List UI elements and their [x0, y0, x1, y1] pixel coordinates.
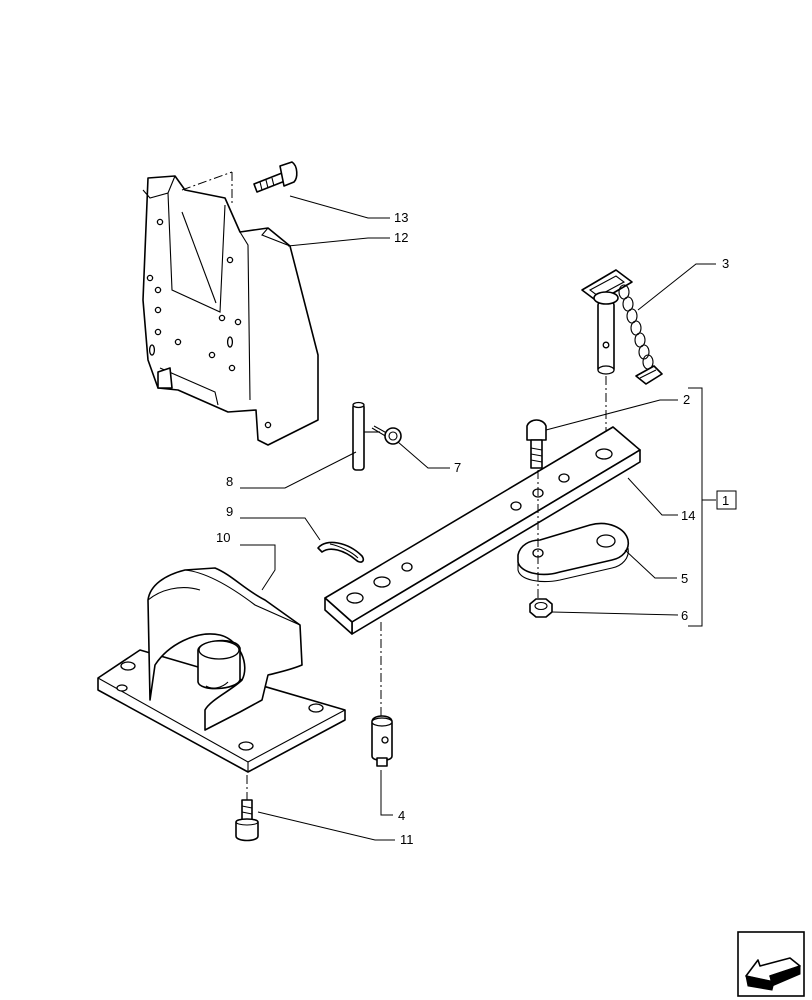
leader-lines	[240, 195, 716, 841]
part-8-pin	[352, 401, 380, 471]
callout-8: 8	[226, 474, 233, 489]
callout-7: 7	[454, 460, 461, 475]
part-13-bolt	[181, 161, 298, 205]
callout-12: 12	[394, 230, 408, 245]
callout-6: 6	[681, 608, 688, 623]
center-lines	[246, 376, 607, 800]
part-7-clip	[371, 425, 402, 445]
part-5-clevis-plate	[517, 522, 630, 583]
part-4-bushing	[371, 715, 393, 767]
part-6-nut	[529, 598, 553, 618]
callout-5: 5	[681, 571, 688, 586]
callout-11: 11	[400, 832, 414, 847]
arrow-icon[interactable]	[737, 931, 805, 997]
part-10-hitch-base	[97, 567, 346, 773]
callout-13: 13	[394, 210, 408, 225]
part-2-bolt	[526, 419, 547, 469]
callout-10: 10	[216, 530, 230, 545]
callout-14: 14	[681, 508, 695, 523]
callout-2: 2	[683, 392, 690, 407]
part-14-drawbar	[324, 426, 641, 635]
callout-3: 3	[722, 256, 729, 271]
part-9-spring-clip	[317, 541, 365, 563]
callout-9: 9	[226, 504, 233, 519]
callout-4: 4	[398, 808, 405, 823]
callout-1: 1	[722, 493, 729, 508]
callout-1-box	[716, 490, 737, 510]
callout-labels: 1 2 3 4 5 6 7 8 9 10 11 12 13 14	[216, 210, 737, 847]
part-12-bracket	[142, 175, 319, 446]
part-3-pin-with-chain	[581, 269, 663, 385]
part-11-bolt	[235, 799, 259, 842]
